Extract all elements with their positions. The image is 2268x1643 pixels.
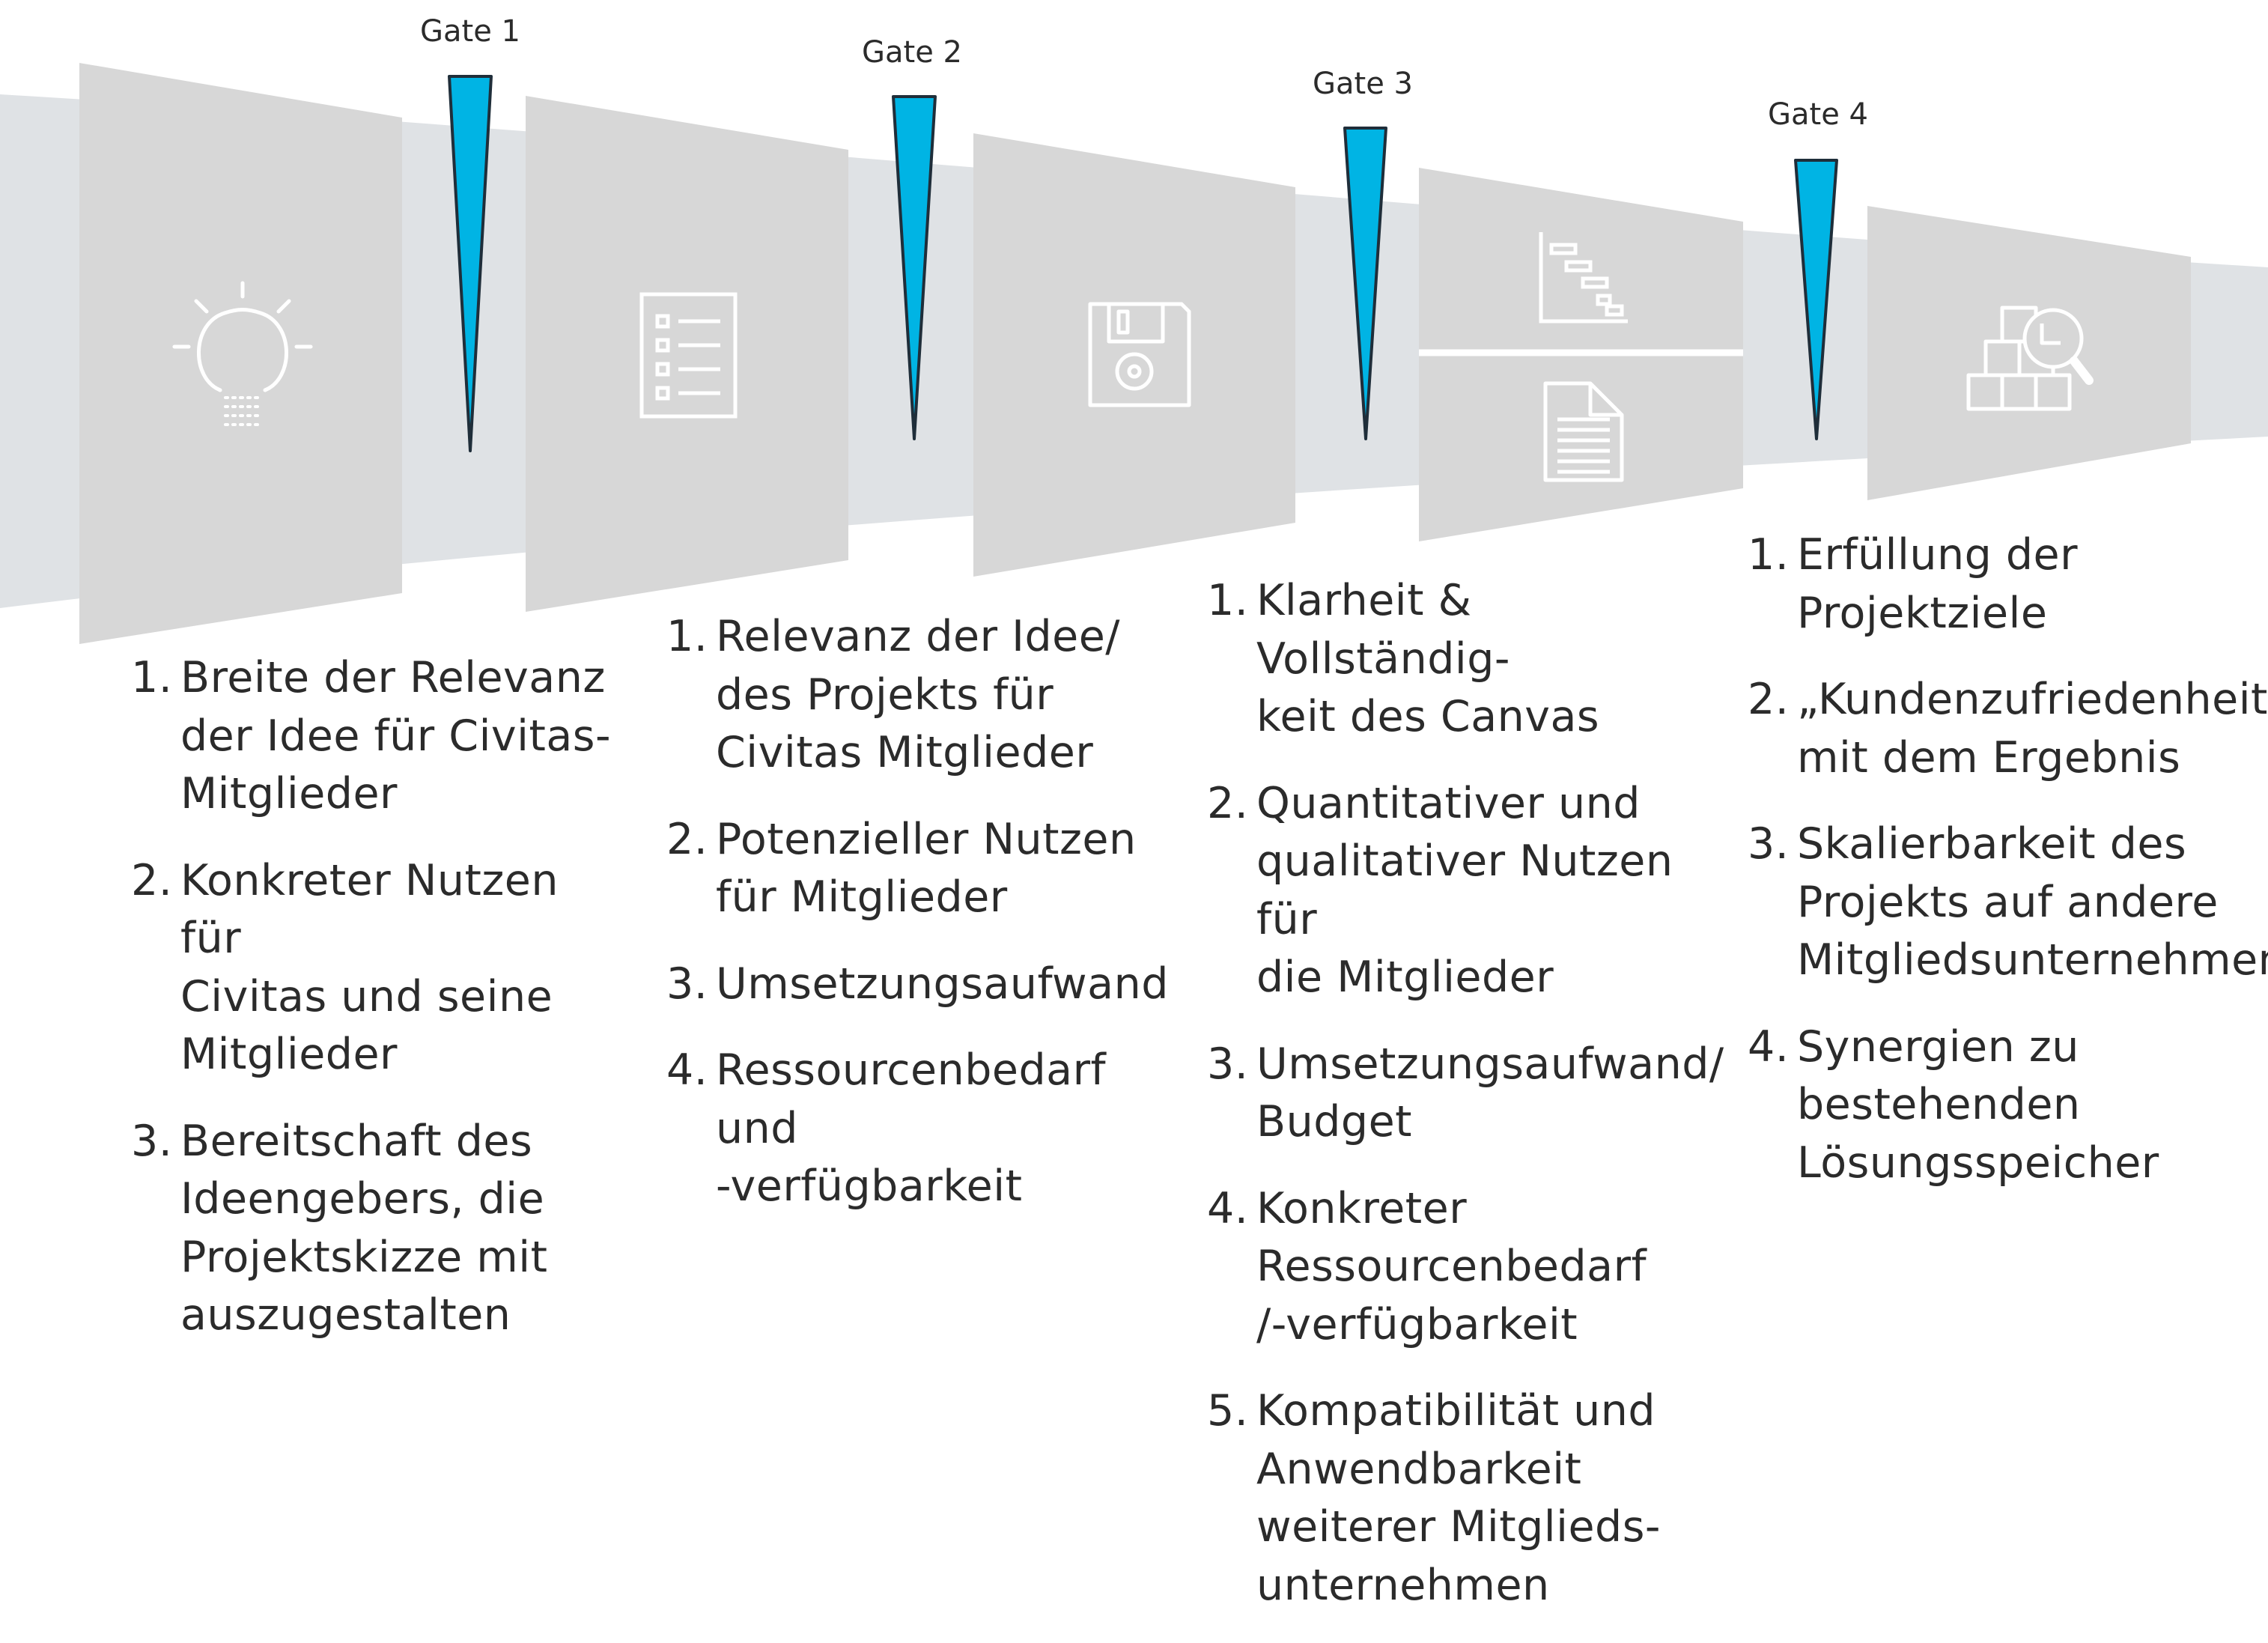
criterion-text-line: Projekts auf andere — [1797, 877, 2219, 927]
criterion-item: 4.Ressourcenbedarf und -verfügbarkeit — [666, 1042, 1176, 1216]
criterion-text-line: Relevanz der Idee/ — [716, 612, 1120, 661]
criterion-text-line: Skalierbarkeit des — [1797, 819, 2187, 869]
gate-4: Gate 4 — [1768, 97, 1868, 440]
criterion-text-line: Kompatibilität und — [1256, 1386, 1656, 1436]
criterion-number: 4. — [1207, 1183, 1249, 1233]
criterion-text-line: keit des Canvas — [1256, 692, 1600, 741]
gantt-chart-icon — [1539, 232, 1628, 324]
criterion-text-line: Ressourcenbedarf — [1256, 1242, 1647, 1291]
criterion-text-line: qualitativer Nutzen für — [1256, 836, 1673, 944]
criterion-text-line: mit dem Ergebnis — [1797, 732, 2181, 783]
criterion-text-line: auszugestalten — [180, 1290, 511, 1340]
criterion-number: 4. — [666, 1045, 708, 1095]
criterion-text-line: Mitgliedsunternehmen — [1797, 935, 2268, 985]
criterion-number: 4. — [1748, 1021, 1790, 1072]
gate-2: Gate 2 — [862, 35, 962, 440]
criterion-text-line: Synergien zu — [1797, 1021, 2079, 1072]
lightbulb-icon — [172, 281, 313, 426]
criterion-text-line: Budget — [1256, 1097, 1413, 1147]
criterion-number: 3. — [1207, 1039, 1249, 1089]
gate-label: Gate 4 — [1768, 97, 1868, 132]
criterion-item: 2.Potenzieller Nutzen für Mitglieder — [666, 811, 1176, 927]
criterion-number: 5. — [1207, 1386, 1249, 1436]
gate-2-wedge — [892, 95, 937, 440]
gate-3-wedge — [1343, 127, 1387, 440]
criterion-text-line: Konkreter — [1256, 1183, 1468, 1233]
criterion-text-line: Ressourcenbedarf und — [716, 1045, 1107, 1153]
criterion-number: 1. — [1748, 530, 1790, 580]
criterion-item: 3.Umsetzungsaufwand/Budget — [1207, 1036, 1724, 1152]
gate-1-wedge — [448, 75, 493, 452]
criterion-number: 3. — [666, 959, 708, 1009]
criterion-text-line: weiterer Mitglieds- — [1256, 1502, 1661, 1552]
criterion-text-line: der Idee für Civitas- — [180, 711, 612, 761]
criterion-text-line: des Projekts für — [716, 669, 1054, 720]
criterion-number: 2. — [131, 855, 173, 905]
criterion-text-line: unternehmen — [1256, 1560, 1550, 1610]
criterion-text-line: Potenzieller Nutzen — [716, 814, 1137, 864]
criterion-text-line: Projektskizze mit — [180, 1232, 548, 1282]
document-icon — [1543, 381, 1624, 482]
stage-2-shape — [526, 96, 848, 612]
stage-gate-diagram: Gate 1 Gate 2 Gate 3 Gate 4 — [0, 14, 2268, 644]
gate-label: Gate 2 — [862, 35, 962, 70]
criterion-text-line: Mitglieder — [180, 769, 398, 819]
gate-label: Gate 3 — [1313, 67, 1413, 101]
criterion-text-line: Umsetzungsaufwand — [716, 959, 1169, 1009]
criterion-text-line: Quantitativer und — [1256, 778, 1641, 828]
boxes-search-icon — [1966, 306, 2094, 411]
criterion-text-line: Klarheit & Vollständig- — [1256, 576, 1510, 684]
gate-1-criteria: 1.Breite der Relevanz der Idee für Civita… — [131, 649, 618, 1373]
criterion-text-line: Anwendbarkeit — [1256, 1444, 1582, 1494]
criterion-number: 3. — [131, 1116, 173, 1166]
gate-3-criteria: 1.Klarheit & Vollständig-keit des Canvas… — [1207, 572, 1724, 1643]
criterion-text-line: Mitglieder — [180, 1030, 398, 1079]
criterion-item: 1.Klarheit & Vollständig-keit des Canvas — [1207, 572, 1716, 747]
criterion-text-line: Civitas Mitglieder — [716, 728, 1094, 777]
criterion-text-line: Projektziele — [1797, 588, 2048, 638]
floppy-disk-icon — [1088, 302, 1191, 407]
criterion-text-line: Civitas und seine — [180, 971, 553, 1021]
criterion-text-line: Erfüllung der — [1797, 530, 2079, 580]
criterion-text-line: Lösungsspeicher — [1797, 1138, 2159, 1188]
gate-label: Gate 1 — [420, 14, 520, 49]
criterion-number: 3. — [1748, 819, 1790, 869]
criterion-text-line: für Mitglieder — [716, 872, 1008, 922]
gate-1: Gate 1 — [420, 14, 520, 452]
criterion-text-line: Ideengebers, die — [180, 1174, 545, 1224]
criterion-number: 1. — [131, 653, 173, 702]
criterion-text-line: -verfügbarkeit — [716, 1161, 1023, 1211]
criterion-text-line: „Kundenzufriedenheit“ — [1797, 675, 2268, 724]
criterion-text-line: /-verfügbarkeit — [1256, 1299, 1578, 1349]
criterion-text-line: bestehenden — [1797, 1080, 2081, 1129]
criterion-text-line: Umsetzungsaufwand/ — [1256, 1039, 1724, 1089]
criterion-text-line: Konkreter Nutzen für — [180, 855, 559, 964]
criterion-item: 2.Quantitativer und qualitativer Nutzen f… — [1207, 775, 1716, 1007]
criterion-number: 2. — [666, 814, 708, 864]
stage-1-shape — [79, 63, 402, 644]
criterion-item: 1.Breite der Relevanz der Idee für Civita… — [131, 649, 618, 824]
criterion-text-line: Bereitschaft des — [180, 1116, 533, 1166]
criterion-number: 2. — [1207, 778, 1249, 828]
criterion-number: 2. — [1748, 675, 1790, 724]
criterion-number: 1. — [666, 612, 708, 661]
criterion-text-line: Breite der Relevanz — [180, 653, 606, 702]
criterion-item: 2.„Kundenzufriedenheit“ mit dem Ergebnis — [1748, 671, 2268, 787]
gate-4-wedge — [1794, 159, 1838, 440]
criterion-item: 3.Umsetzungsaufwand — [666, 956, 1176, 1014]
checklist-icon — [639, 292, 738, 419]
gate-3: Gate 3 — [1313, 67, 1413, 440]
criterion-number: 1. — [1207, 576, 1249, 625]
criterion-text-line: die Mitglieder — [1256, 953, 1554, 1002]
